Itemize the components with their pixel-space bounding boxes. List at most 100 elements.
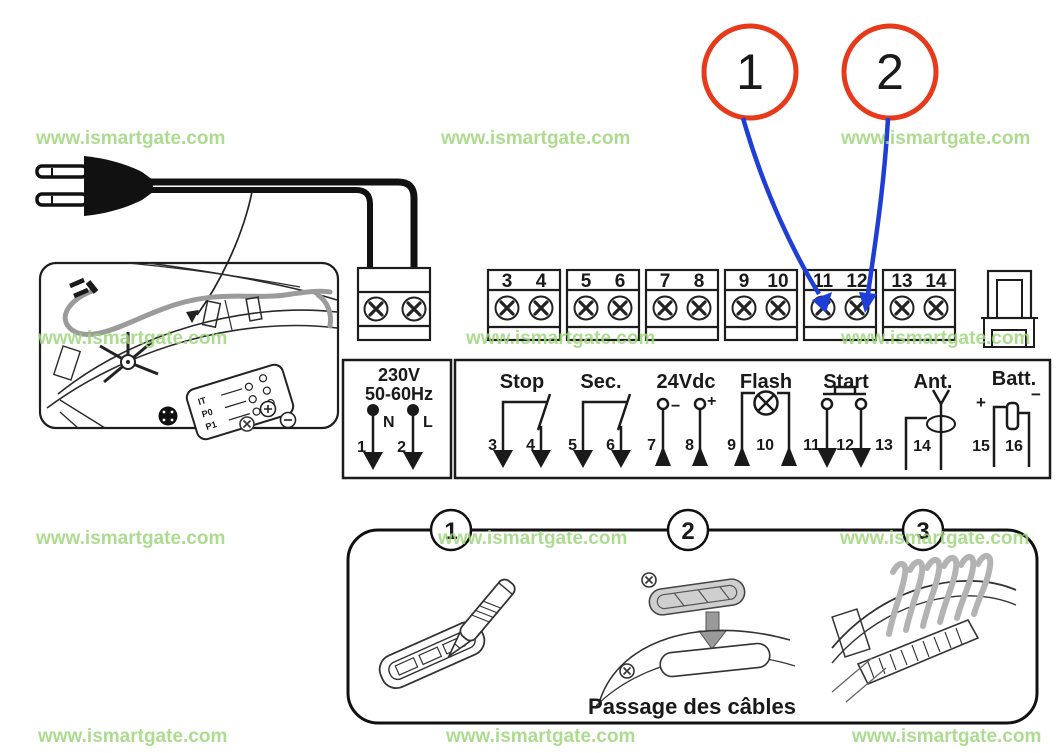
terminal-number: 8 <box>694 271 705 292</box>
callout-arrows <box>740 117 891 313</box>
terminal-block-power <box>356 266 432 342</box>
step-markers: 1 2 3 <box>429 508 945 552</box>
screw-terminal <box>572 294 600 322</box>
stop-label: Stop <box>500 371 544 393</box>
screw-terminal <box>730 294 758 322</box>
plug-prong-bottom <box>35 192 89 207</box>
vdc-minus: − <box>671 398 680 415</box>
power-voltage: 230V <box>378 365 420 385</box>
round-connector <box>158 406 178 426</box>
terminal-ref: 7 <box>647 437 656 454</box>
screw-terminal <box>362 295 390 323</box>
terminal-ref: 5 <box>568 437 577 454</box>
screw-terminal <box>888 294 916 322</box>
legend-24vdc: 24Vdc − + 7 8 <box>647 371 716 466</box>
terminal-ref: 6 <box>606 437 615 454</box>
legend-io-box <box>453 358 1052 480</box>
terminal-number: 6 <box>615 271 626 292</box>
terminal-block-5-6: 5 6 <box>565 268 641 342</box>
batt-plus: + <box>976 393 986 412</box>
terminal-number: 11 <box>813 271 834 292</box>
legend-stop: Stop 3 4 <box>488 371 552 468</box>
callout-1: 1 <box>701 23 799 121</box>
terminal-number: 12 <box>846 271 867 292</box>
terminal-number: 10 <box>767 271 788 292</box>
terminal-ref: 14 <box>913 438 931 455</box>
screw-icon <box>239 416 255 432</box>
vdc-plus: + <box>707 393 716 410</box>
terminal-ref: 13 <box>875 437 893 454</box>
terminal-block-13-14: 13 14 <box>881 268 957 342</box>
panel-label: P0 <box>201 407 214 420</box>
screw-terminal <box>685 294 713 322</box>
live-label: L <box>423 414 433 431</box>
terminal-ref: 11 <box>803 437 820 454</box>
panel-label: IT <box>197 395 208 407</box>
terminal-ref: 15 <box>972 438 990 455</box>
callout-1-number: 1 <box>736 44 764 100</box>
screw-terminal <box>606 294 634 322</box>
terminal-ref: 8 <box>685 437 694 454</box>
legend-ant: Ant. 14 <box>904 371 956 470</box>
antenna-icon <box>931 389 951 470</box>
terminal-ref: 10 <box>756 437 774 454</box>
edge-connector <box>981 269 1038 348</box>
cable-passage-panel: 1 2 3 Passage des câbles <box>346 508 1039 725</box>
battery-icon <box>992 405 1031 467</box>
arrow-to-terminal-11 <box>740 117 821 296</box>
terminal-ref: 9 <box>727 437 736 454</box>
terminal-ref: 12 <box>836 437 854 454</box>
step2-illustration <box>595 572 796 707</box>
leader-arrowhead <box>186 310 199 323</box>
terminal-number: 3 <box>502 271 513 292</box>
legend-power-box <box>341 358 453 480</box>
arrow-to-terminal-12 <box>865 117 891 295</box>
callout-2-number: 2 <box>876 44 904 100</box>
start-label: Start <box>823 371 869 393</box>
batt-label: Batt. <box>992 368 1036 390</box>
terminal-ref: 3 <box>488 437 497 454</box>
panel-caption: Passage des câbles <box>588 694 796 719</box>
terminal-number: 4 <box>536 271 547 292</box>
internal-cable <box>62 287 333 337</box>
motor-interior-inset: IT P0 P1 <box>38 261 340 441</box>
screw-terminal <box>764 294 792 322</box>
legend-flash: Flash 9 10 <box>727 371 797 466</box>
screw-terminal <box>493 294 521 322</box>
terminal-ref: 16 <box>1005 438 1023 455</box>
terminal-ref: 2 <box>397 439 406 456</box>
terminal-block-9-10: 9 10 <box>723 268 799 342</box>
batt-minus: − <box>1031 385 1041 404</box>
cable-clamp-star <box>99 332 159 384</box>
minus-button-icon <box>279 411 297 429</box>
legend-start: Start 11 12 13 <box>803 371 893 468</box>
terminal-number: 14 <box>925 271 947 292</box>
terminal-block-11-12: 11 12 <box>802 268 878 342</box>
panel-label: P1 <box>204 419 217 432</box>
legend-sec: Sec. 5 6 <box>568 371 632 468</box>
step-number: 2 <box>681 518 694 545</box>
vdc-label: 24Vdc <box>657 371 716 393</box>
utility-knife <box>447 578 516 659</box>
terminal-number: 5 <box>581 271 592 292</box>
screw-icon <box>641 572 657 588</box>
terminal-block-3-4: 3 4 <box>486 268 562 342</box>
sec-label: Sec. <box>580 371 621 393</box>
push-button-icon <box>823 385 866 396</box>
terminal-number: 7 <box>660 271 671 292</box>
terminal-number: 9 <box>739 271 750 292</box>
step1-illustration <box>378 578 516 689</box>
cables <box>886 553 994 637</box>
plus-button-icon <box>259 400 277 418</box>
power-cable-wire-l <box>150 178 418 267</box>
step-number: 1 <box>444 518 457 545</box>
terminal-ref: 1 <box>357 439 366 456</box>
plug-body <box>84 156 153 216</box>
screw-terminal <box>651 294 679 322</box>
step3-illustration <box>831 553 1017 703</box>
power-cable-wire-n <box>150 187 373 267</box>
terminal-ref: 4 <box>526 437 535 454</box>
power-frequency: 50-60Hz <box>365 384 433 404</box>
